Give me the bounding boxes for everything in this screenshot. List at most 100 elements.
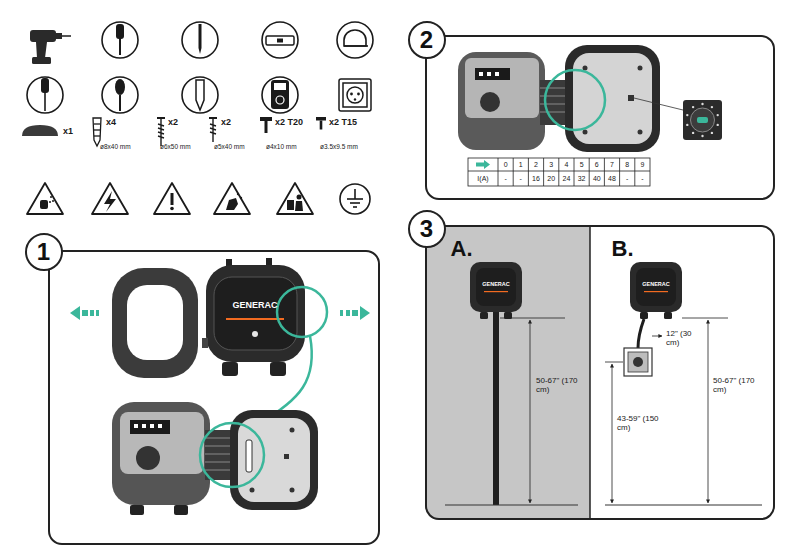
ground-symbol-part <box>340 184 370 214</box>
glove-symbol-part <box>49 201 51 203</box>
teal-arrow-part <box>96 310 99 316</box>
part-size: ø6x50 mm <box>160 143 191 150</box>
teal-arrow-part <box>360 306 370 320</box>
manual-symbol-part <box>295 201 303 211</box>
dial-callout-part <box>692 132 694 134</box>
multimeter-icon-part <box>271 80 289 109</box>
dimension-label: 12" (30 cm) <box>666 329 692 347</box>
teal-highlight <box>200 423 264 487</box>
drill-icon <box>30 30 71 64</box>
brand-logo: GENERAC <box>642 281 670 287</box>
open-cover-part <box>638 130 643 135</box>
table-cell-holder: - <box>513 171 528 186</box>
step-number: 3 <box>420 217 433 241</box>
teal-arrow-part <box>70 306 80 320</box>
part-quantity: x2 T15 <box>329 117 357 127</box>
table-cell: I(A) <box>477 175 488 182</box>
table-cell: - <box>641 175 643 182</box>
manual-symbol <box>287 195 303 212</box>
lightning-symbol-part <box>104 191 116 212</box>
open-cover-part <box>573 53 652 144</box>
pole-mounted-charger-part <box>445 505 578 506</box>
dial-callout-part <box>692 106 694 108</box>
teal-arrow-part <box>82 310 88 316</box>
part-size-holder: ø5x40 mm <box>214 143 245 150</box>
dimension-line-part <box>605 362 623 363</box>
table-cell-holder: 24 <box>559 171 574 186</box>
section-a-ground-part <box>589 226 591 519</box>
teal-arrow <box>70 306 99 320</box>
open-cover-part <box>290 488 295 493</box>
dimension-line-part <box>652 336 662 337</box>
t15-screw-part <box>316 117 326 130</box>
pencil-icon-part <box>199 24 202 48</box>
brand-logo: GENERAC <box>482 281 510 287</box>
pencil-icon-part <box>199 48 202 54</box>
glove-symbol-part <box>40 200 48 209</box>
part-quantity-holder: x2 T20 <box>275 117 303 127</box>
step-badge: 1 <box>25 233 63 271</box>
wall-mounted-charger-part <box>628 352 648 372</box>
wall-mounted-charger-part <box>644 291 668 292</box>
dimension-label-holder: 12" (30 cm) <box>666 329 706 347</box>
part-size-holder: ø4x10 mm <box>266 143 297 150</box>
drill-icon-part <box>62 35 71 37</box>
front-cover-part <box>127 285 183 360</box>
wall-mounted-charger-part <box>636 268 676 306</box>
brand-logo-holder: GENERAC <box>636 281 676 287</box>
table-cell-holder: 32 <box>574 171 589 186</box>
manual-symbol-part <box>297 195 302 200</box>
table-cell-holder: 1 <box>513 158 528 171</box>
table-cell: 48 <box>608 175 616 182</box>
open-cover-part <box>628 95 634 101</box>
dial-callout-part <box>717 114 719 116</box>
cap-part <box>22 125 58 136</box>
pole-mounted-charger-part <box>476 268 516 306</box>
back-box-part <box>480 92 500 112</box>
table-cell: 8 <box>625 161 629 168</box>
back-box-part <box>158 424 162 428</box>
back-box-part <box>458 52 545 150</box>
exclamation-symbol-part <box>170 207 174 211</box>
table-cell-holder: 8 <box>620 158 635 171</box>
charger-unit-part <box>214 277 297 350</box>
dial-callout-part <box>701 135 703 137</box>
t15-screw-part-part <box>316 117 326 121</box>
dial-callout-part <box>634 98 683 110</box>
tape-measure-icon-part <box>344 30 366 46</box>
dial-callout-part <box>711 106 713 108</box>
screwdriver-icon-part <box>27 77 63 113</box>
level-icon-part <box>266 36 294 45</box>
teal-highlight <box>545 70 605 130</box>
screwdriver-icon-part <box>41 78 49 93</box>
open-cover-part <box>246 440 252 472</box>
table-cell: 6 <box>595 161 599 168</box>
table-cell-holder: 7 <box>604 158 619 171</box>
table-cell-holder: 3 <box>544 158 559 171</box>
dimension-label-holder: 50-67" (170 cm) <box>536 376 580 394</box>
charger-unit-part <box>226 318 284 320</box>
screw-part-part <box>158 118 164 146</box>
table-cell-holder: - <box>635 171 650 186</box>
open-cover-part <box>583 66 588 71</box>
back-box-part <box>136 446 160 470</box>
part-size: ø5x40 mm <box>214 143 245 150</box>
back-box-part <box>487 72 491 76</box>
back-box-part <box>465 58 539 118</box>
pole-mounted-charger-part <box>484 291 508 292</box>
dimension-line-part <box>530 320 531 503</box>
multimeter-icon-part <box>262 77 298 113</box>
teal-highlight-part <box>277 287 327 337</box>
dial-callout <box>634 98 722 140</box>
table-cell: - <box>626 175 628 182</box>
step-panel: 3A.B. <box>425 225 775 520</box>
screwdriver-icon-part <box>102 22 138 58</box>
back-box-part <box>174 505 188 515</box>
table-cell-holder: 16 <box>528 171 543 186</box>
table-cell: 32 <box>578 175 586 182</box>
table-cell: - <box>504 175 506 182</box>
option-heading: B. <box>612 238 634 260</box>
ground-symbol <box>340 184 370 214</box>
drill-icon-part <box>56 33 62 39</box>
